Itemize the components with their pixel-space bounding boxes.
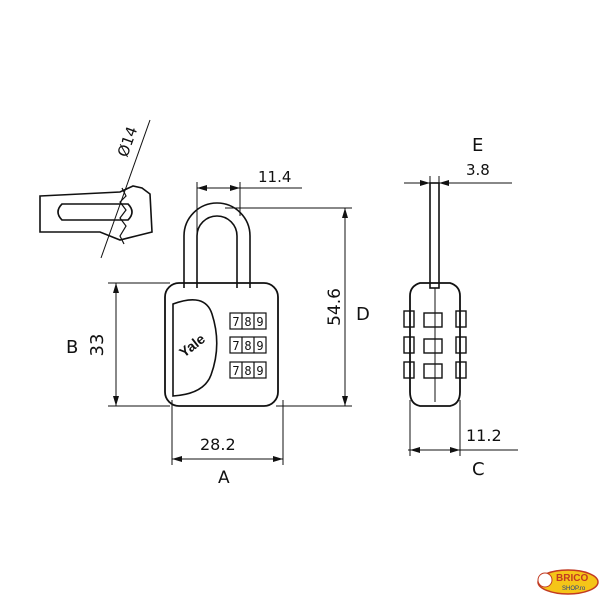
dim-shackle-width: 11.4 <box>258 168 291 186</box>
front-dimension-arrows <box>113 185 348 462</box>
dial-digit: 7 <box>232 364 239 378</box>
side-dimension-arrows <box>410 180 460 453</box>
top-view-knurl <box>119 187 127 245</box>
dial-2 <box>229 336 267 354</box>
letter-b: B <box>66 337 78 358</box>
dim-side-depth: 11.2 <box>466 426 502 445</box>
front-shackle <box>183 202 251 288</box>
side-view <box>403 182 467 407</box>
side-dial-wheels <box>403 310 467 379</box>
dial-digits: 7 8 9 7 8 9 7 8 9 <box>232 315 263 378</box>
front-logo-shield <box>172 298 218 397</box>
bricoshop-watermark: BRICO SHOP.ro <box>537 569 599 595</box>
front-view <box>164 202 279 407</box>
dial-digit: 7 <box>232 339 239 353</box>
letter-d: D <box>356 304 370 325</box>
watermark-line2: SHOP.ro <box>562 586 586 592</box>
diameter-label: Ø14 <box>114 124 141 159</box>
letter-a: A <box>218 468 230 488</box>
dial-digit: 8 <box>244 339 251 353</box>
dial-1 <box>229 312 267 330</box>
front-shackle-inner <box>196 215 238 288</box>
top-view-outline <box>39 185 153 241</box>
dim-total-height: 54.6 <box>325 288 345 326</box>
diameter-line <box>100 119 151 259</box>
watermark-line1: BRICO <box>556 573 588 584</box>
watermark-mascot-icon <box>537 572 553 588</box>
brand-logo-text: Yale <box>176 330 208 360</box>
dial-digit: 7 <box>232 315 239 329</box>
top-view <box>39 185 153 245</box>
dial-digit: 9 <box>256 364 263 378</box>
dial-3 <box>229 361 267 379</box>
dim-body-width: 28.2 <box>200 435 236 454</box>
top-view-slot <box>57 203 133 221</box>
side-dimension-lines <box>404 176 518 456</box>
letter-e: E <box>472 135 483 156</box>
front-dials <box>229 312 267 379</box>
dial-digit: 8 <box>244 364 251 378</box>
letter-c: C <box>472 459 485 480</box>
side-shackle <box>429 182 440 289</box>
dial-digit: 9 <box>256 339 263 353</box>
front-body <box>164 282 279 407</box>
dim-side-shackle: 3.8 <box>466 161 490 179</box>
dial-digit: 8 <box>244 315 251 329</box>
diameter-dimension <box>100 119 151 259</box>
front-dimension-lines <box>108 182 352 465</box>
dim-body-height: 33 <box>87 334 108 357</box>
side-body <box>409 282 461 407</box>
dial-digit: 9 <box>256 315 263 329</box>
